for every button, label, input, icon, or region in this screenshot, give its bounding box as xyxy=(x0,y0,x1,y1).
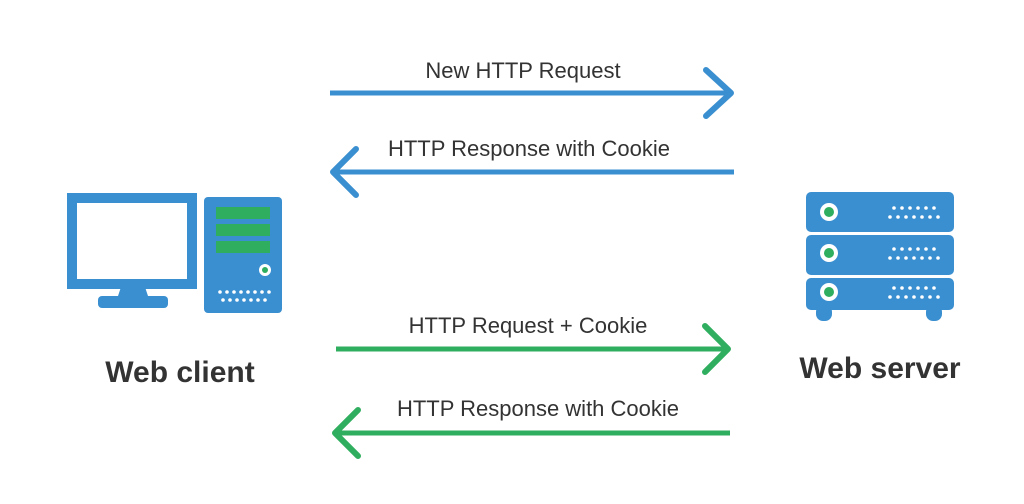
client-label: Web client xyxy=(105,356,254,389)
drive-bay-3 xyxy=(216,241,270,253)
server-unit-1 xyxy=(806,192,954,232)
server-unit-3 xyxy=(806,278,954,310)
server-led-2-core xyxy=(824,248,834,258)
message-arrow-4: HTTP Response with Cookie xyxy=(332,396,730,459)
monitor-stand xyxy=(118,284,148,296)
arrow-head-right xyxy=(703,67,734,119)
arrow-label: HTTP Request + Cookie xyxy=(409,313,648,338)
vent-dots xyxy=(218,290,271,302)
server-foot-left xyxy=(816,305,832,321)
arrow-label: HTTP Response with Cookie xyxy=(397,396,679,421)
drive-bay-1 xyxy=(216,207,270,219)
arrow-head-right xyxy=(702,323,731,375)
server-foot-right xyxy=(926,305,942,321)
arrow-head-left xyxy=(330,146,359,198)
desktop-computer-icon xyxy=(67,193,282,313)
server-vent-dots xyxy=(888,206,940,299)
arrow-label: HTTP Response with Cookie xyxy=(388,136,670,161)
server-led-1-core xyxy=(824,207,834,217)
server-unit-2 xyxy=(806,235,954,275)
message-arrow-2: HTTP Response with Cookie xyxy=(330,136,734,198)
server-led-3-core xyxy=(824,287,834,297)
server-rack-icon xyxy=(806,192,954,321)
monitor-base xyxy=(98,296,168,308)
message-arrow-1: New HTTP Request xyxy=(330,58,734,119)
message-arrow-3: HTTP Request + Cookie xyxy=(336,313,731,375)
arrow-head-left xyxy=(332,407,361,459)
power-led xyxy=(262,267,268,273)
arrow-label: New HTTP Request xyxy=(425,58,620,83)
drive-bay-2 xyxy=(216,224,270,236)
server-label: Web server xyxy=(799,352,961,385)
monitor xyxy=(67,193,197,289)
